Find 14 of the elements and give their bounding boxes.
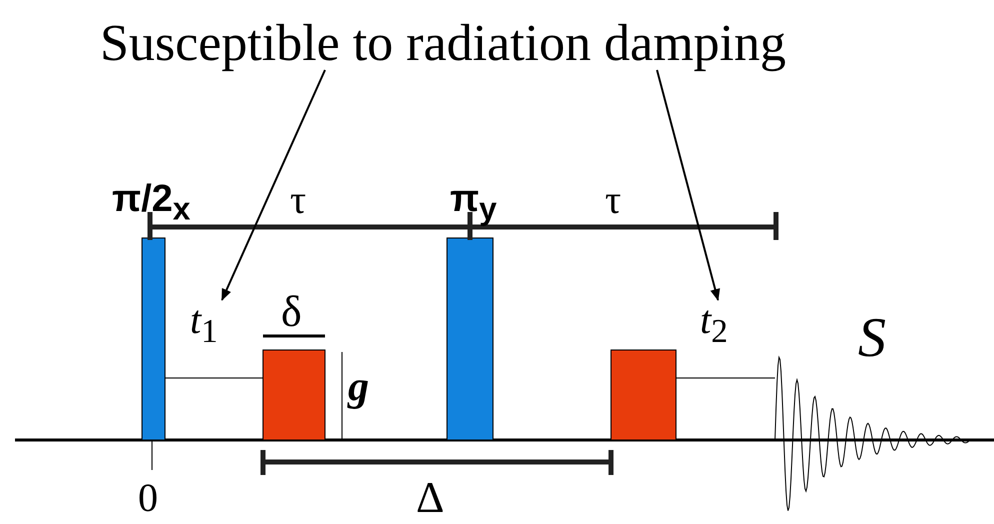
delay-label: τ (605, 180, 622, 220)
time-zero-label: 0 (138, 478, 158, 518)
pulse-label: π/2$_{x}$ (112, 180, 190, 226)
delay-label: τ (290, 180, 306, 220)
arrow (221, 70, 326, 301)
interval-label: t$_{1}$ (190, 300, 218, 348)
arrow (656, 70, 720, 301)
signal-label: S (858, 310, 886, 366)
annotation-text: Susceptible to radiation damping (100, 18, 786, 70)
interval-label: t$_{2}$ (700, 300, 728, 348)
diffusion-time-label: Δ (416, 476, 444, 520)
gradient-label: g (348, 366, 369, 408)
duration-label: δ (281, 290, 302, 334)
pulse-label: π$_{y}$ (450, 180, 497, 226)
